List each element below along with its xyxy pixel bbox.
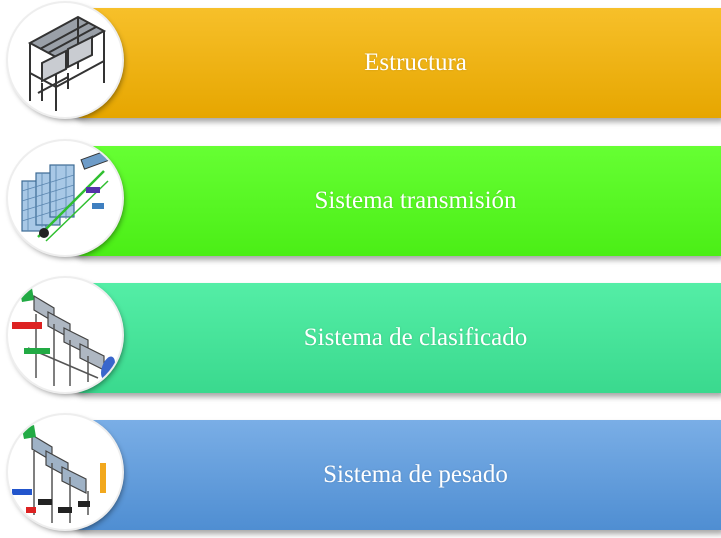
transmission-bar: Sistema transmisión bbox=[70, 146, 721, 256]
structure-label: Estructura bbox=[364, 49, 467, 76]
weighing-label: Sistema de pesado bbox=[323, 461, 508, 488]
weighing-system-icon bbox=[8, 415, 122, 529]
sorting-system-icon bbox=[8, 278, 122, 392]
sorting-bar: Sistema de clasificado bbox=[70, 283, 721, 393]
diagram-item-transmission: Sistema transmisión bbox=[0, 138, 721, 264]
structure-bar: Estructura bbox=[70, 8, 721, 118]
transmission-system-icon bbox=[8, 141, 122, 255]
sorting-label: Sistema de clasificado bbox=[303, 324, 528, 351]
frame-structure-icon bbox=[8, 3, 122, 117]
diagram-item-weighing: Sistema de pesado bbox=[0, 412, 721, 538]
weighing-bar: Sistema de pesado bbox=[70, 420, 721, 530]
diagram-item-structure: Estructura bbox=[0, 0, 721, 126]
transmission-label: Sistema transmisión bbox=[314, 187, 517, 214]
diagram-item-sorting: Sistema de clasificado bbox=[0, 275, 721, 401]
